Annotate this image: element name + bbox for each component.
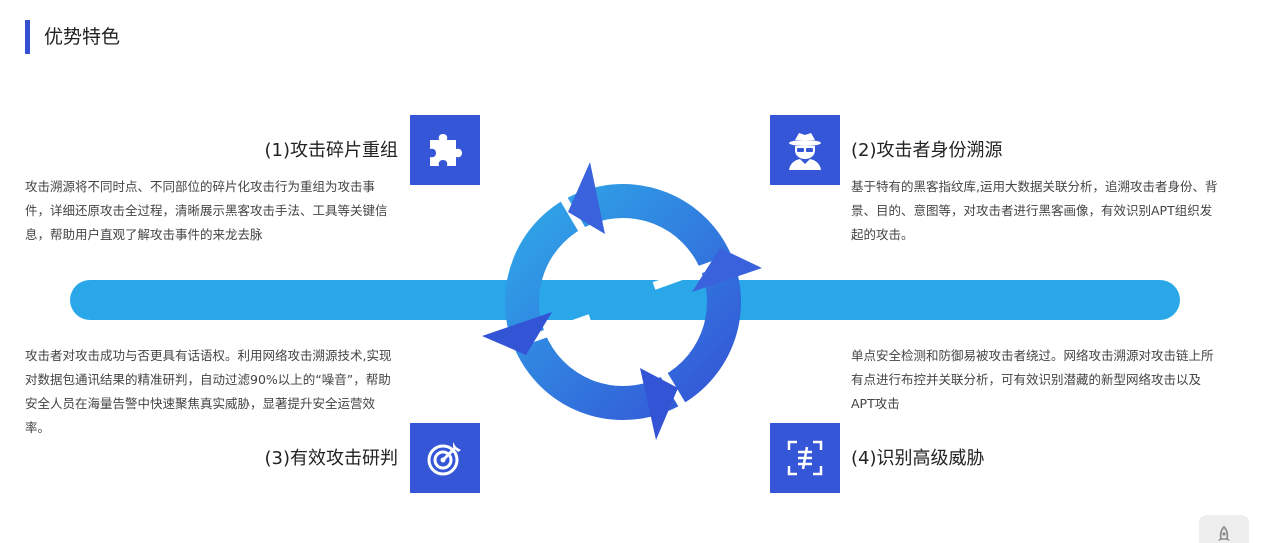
feature-1-icon-box <box>410 115 480 185</box>
puzzle-icon <box>430 134 462 166</box>
section-accent-bar <box>25 20 30 54</box>
feature-2-icon-box <box>770 115 840 185</box>
feature-3-icon-box <box>410 423 480 493</box>
feature-3-description: 攻击者对攻击成功与否更具有话语权。利用网络攻击溯源技术,实现对数据包通讯结果的精… <box>25 348 392 435</box>
section-title: 优势特色 <box>44 26 121 48</box>
feature-2-description: 基于特有的黑客指纹库,运用大数据关联分析，追溯攻击者身份、背景、目的、意图等，对… <box>851 179 1218 242</box>
target-icon <box>427 442 461 476</box>
feature-1-title: (1)攻击碎片重组 <box>264 140 399 161</box>
feature-3-title: (3)有效攻击研判 <box>264 448 399 469</box>
scan-icon <box>787 440 823 476</box>
cycle-arrows-icon <box>482 162 762 440</box>
hacker-icon <box>789 133 821 170</box>
float-action-button[interactable] <box>1199 515 1249 543</box>
cycle-arrows-graphic <box>470 150 780 450</box>
feature-4-description: 单点安全检测和防御易被攻击者绕过。网络攻击溯源对攻击链上所有点进行布控并关联分析… <box>851 348 1214 411</box>
feature-1-description: 攻击溯源将不同时点、不同部位的碎片化攻击行为重组为攻击事件，详细还原攻击全过程，… <box>25 179 388 242</box>
feature-4-icon-box <box>770 423 840 493</box>
timeline-bar <box>70 280 1180 320</box>
feature-4-title: (4)识别高级威胁 <box>851 448 985 469</box>
section-header: 优势特色 <box>25 20 120 54</box>
rocket-icon <box>1218 525 1230 541</box>
feature-2-title: (2)攻击者身份溯源 <box>851 140 1003 161</box>
